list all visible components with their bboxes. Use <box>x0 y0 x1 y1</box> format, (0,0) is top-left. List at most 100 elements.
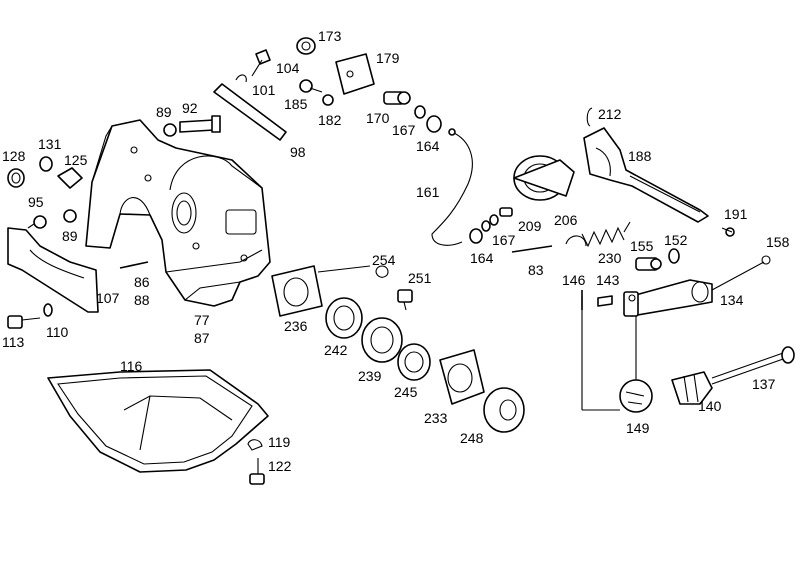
bolt-113 <box>7 315 41 329</box>
label-167-mid: 167 <box>492 232 516 248</box>
label-170: 170 <box>366 110 390 126</box>
gasket-236 <box>271 265 371 317</box>
label-182: 182 <box>318 112 342 128</box>
clip-212 <box>586 107 593 127</box>
bolt-251 <box>397 289 413 311</box>
label-89-left: 89 <box>62 228 78 244</box>
fitting-209 <box>489 207 513 226</box>
plug-125 <box>57 167 83 189</box>
label-104: 104 <box>276 60 300 76</box>
spring-230 <box>581 221 631 248</box>
boot-140 <box>671 371 713 405</box>
label-77: 77 <box>194 312 210 328</box>
washer-167-top <box>414 105 426 119</box>
label-191: 191 <box>724 206 748 222</box>
plug-128 <box>7 168 25 188</box>
stud-83 <box>511 245 553 253</box>
label-179: 179 <box>376 50 400 66</box>
label-155: 155 <box>630 238 654 254</box>
label-158: 158 <box>766 234 790 250</box>
clip-206 <box>565 235 587 247</box>
label-101: 101 <box>252 82 276 98</box>
washer-110 <box>43 303 53 317</box>
bearing-239 <box>361 317 403 363</box>
label-152: 152 <box>664 232 688 248</box>
part-labels: 173 104 179 101 185 182 92 89 98 170 167… <box>2 28 790 474</box>
label-209: 209 <box>518 218 542 234</box>
label-137: 137 <box>752 376 776 392</box>
label-185: 185 <box>284 96 308 112</box>
label-248: 248 <box>460 430 484 446</box>
push-rod-137 <box>711 346 795 385</box>
tool-149 <box>581 296 653 413</box>
guide-233 <box>439 349 485 405</box>
label-242: 242 <box>324 342 348 358</box>
label-173: 173 <box>318 28 342 44</box>
bolt-143 <box>597 295 613 307</box>
label-95: 95 <box>28 194 44 210</box>
washer-119 <box>247 439 263 451</box>
label-107: 107 <box>96 290 120 306</box>
washer-254 <box>375 265 389 278</box>
bearing-242 <box>325 297 363 339</box>
label-128: 128 <box>2 148 26 164</box>
label-143: 143 <box>596 272 620 288</box>
nut-164-top <box>426 115 442 133</box>
label-251: 251 <box>408 270 432 286</box>
cover-plate-179 <box>335 53 375 95</box>
label-245: 245 <box>394 384 418 400</box>
washer-152 <box>668 248 680 264</box>
label-164-mid: 164 <box>470 250 494 266</box>
washer-167-mid <box>481 220 491 232</box>
label-113: 113 <box>2 334 25 350</box>
gasket-98 <box>213 83 287 141</box>
transmission-housing <box>85 119 271 307</box>
bolt-104 <box>251 49 271 77</box>
pin-191 <box>721 227 735 237</box>
label-146: 146 <box>562 272 586 288</box>
label-206: 206 <box>554 212 578 228</box>
label-230: 230 <box>598 250 622 266</box>
ring-245 <box>397 343 431 381</box>
label-212: 212 <box>598 106 622 122</box>
plug-131 <box>39 156 53 172</box>
label-110: 110 <box>46 324 69 340</box>
nut-164-mid <box>469 228 483 244</box>
label-188: 188 <box>628 148 652 164</box>
slave-cylinder-134 <box>623 255 771 317</box>
label-87: 87 <box>194 330 210 346</box>
washer-89-left <box>63 209 77 223</box>
bolt-155 <box>635 257 662 271</box>
label-119: 119 <box>268 434 291 450</box>
label-83: 83 <box>528 262 544 278</box>
bolt-92 <box>179 115 221 133</box>
clutch-fork-188 <box>583 107 709 223</box>
label-140: 140 <box>698 398 722 414</box>
oil-pan-116 <box>47 369 269 473</box>
label-134: 134 <box>720 292 744 308</box>
washer-89-top <box>163 123 177 137</box>
label-149: 149 <box>626 420 650 436</box>
label-125: 125 <box>64 152 88 168</box>
label-98: 98 <box>290 144 306 160</box>
washer-182 <box>322 94 334 106</box>
label-239: 239 <box>358 368 382 384</box>
stud-86 <box>119 261 149 269</box>
label-236: 236 <box>284 318 308 334</box>
bracket-107 <box>7 227 99 313</box>
label-131: 131 <box>38 136 62 152</box>
release-bearing <box>513 155 575 201</box>
nut-173 <box>296 37 316 55</box>
label-86: 86 <box>134 274 150 290</box>
label-164-top: 164 <box>416 138 440 154</box>
label-161: 161 <box>416 184 440 200</box>
clutch-line-161 <box>431 128 473 246</box>
label-254: 254 <box>372 252 396 268</box>
label-88: 88 <box>134 292 150 308</box>
label-233: 233 <box>424 410 448 426</box>
bolt-170 <box>383 91 411 105</box>
bearing-248 <box>483 387 525 433</box>
bolt-95 <box>27 215 47 229</box>
bolt-122 <box>249 458 265 485</box>
